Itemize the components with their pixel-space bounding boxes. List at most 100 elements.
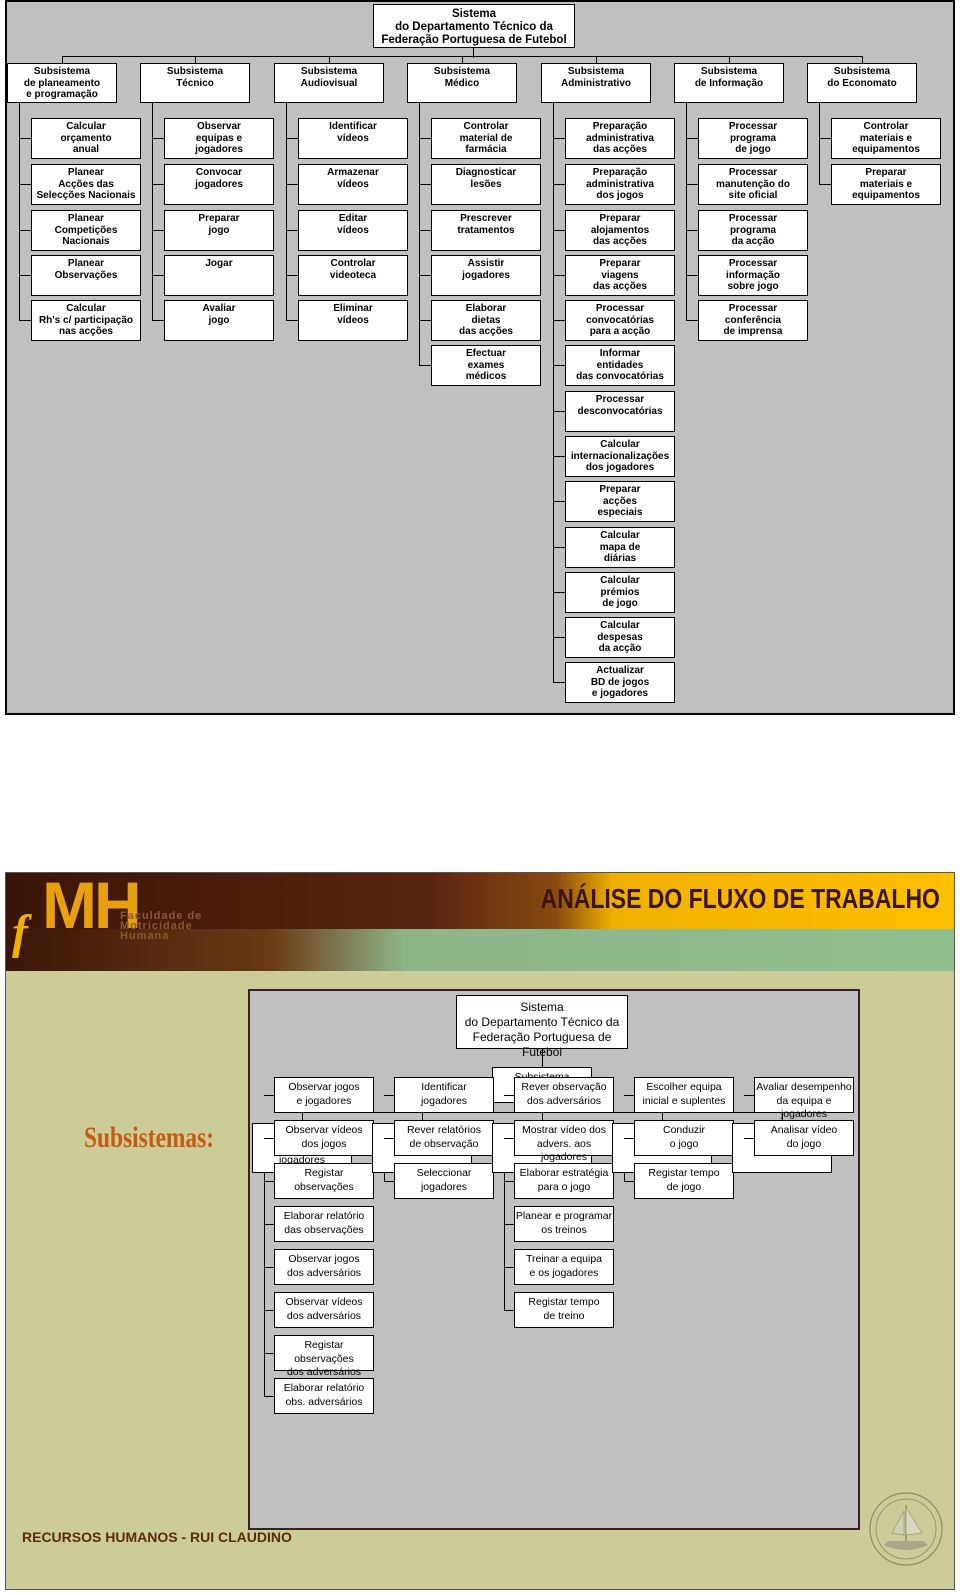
slide-item-connector	[264, 1224, 274, 1225]
slide-task-box: Observar vídeos dos adversários	[274, 1292, 374, 1328]
slide-task-box: Registar observações	[274, 1163, 374, 1199]
activity-box: Calcular mapa de diárias	[565, 527, 675, 568]
slide-item-connector	[264, 1310, 274, 1311]
slide-task-box: Identificar jogadores	[394, 1077, 494, 1113]
slide-item-connector	[384, 1138, 394, 1139]
slide-column-spine-line	[264, 1173, 265, 1396]
item-connector	[686, 275, 698, 276]
slide-task-box: Planear e programar os treinos	[514, 1206, 614, 1242]
slide-item-connector	[504, 1095, 514, 1096]
activity-box: Planear Acções das Selecções Nacionais	[31, 164, 141, 205]
technical-subsystem-panel: Sistema do Departamento Técnico da Feder…	[248, 989, 860, 1530]
activity-box: Processar programa de jogo	[698, 118, 808, 159]
item-connector	[19, 138, 31, 139]
footer-text: RECURSOS HUMANOS - RUI CLAUDINO	[22, 1529, 292, 1545]
root-system-box: Sistema do Departamento Técnico da Feder…	[373, 4, 575, 48]
activity-box: Controlar videoteca	[298, 255, 408, 296]
slide-header-connector	[302, 1112, 303, 1123]
slide-page: MH f Faculdade de Motricidade Humana ANÁ…	[5, 872, 955, 1590]
activity-box: Armazenar vídeos	[298, 164, 408, 205]
subsystem-header-7: Subsistema do Economato	[807, 63, 917, 103]
item-connector	[19, 184, 31, 185]
slide-task-box: Observar jogos e jogadores	[274, 1077, 374, 1113]
subsystem-header-6: Subsistema de Informação	[674, 63, 784, 103]
slide-item-connector	[504, 1224, 514, 1225]
slide-item-connector	[264, 1181, 274, 1182]
slide-item-connector	[624, 1138, 634, 1139]
item-connector	[686, 138, 698, 139]
item-connector	[819, 184, 831, 185]
item-connector	[152, 230, 164, 231]
header-connector	[462, 56, 463, 64]
slide-task-box: Observar vídeos dos jogos	[274, 1120, 374, 1156]
column-spine-line	[286, 103, 287, 320]
item-connector	[152, 275, 164, 276]
activity-box: Controlar material de farmácia	[431, 118, 541, 159]
activity-box: Prescrever tratamentos	[431, 210, 541, 251]
slide-task-box: Seleccionar jogadores	[394, 1163, 494, 1199]
slide-item-connector	[504, 1267, 514, 1268]
activity-box: Processar informação sobre jogo	[698, 255, 808, 296]
activity-box: Calcular prémios de jogo	[565, 572, 675, 613]
activity-box: Diagnosticar lesões	[431, 164, 541, 205]
activity-box: Elaborar dietas das acções	[431, 300, 541, 341]
item-connector	[553, 501, 565, 502]
slide-item-connector	[624, 1095, 634, 1096]
slide-item-connector	[264, 1267, 274, 1268]
slide-column-spine-line	[384, 1173, 385, 1181]
activity-box: Processar programa da acção	[698, 210, 808, 251]
item-connector	[19, 275, 31, 276]
activity-box: Avaliar jogo	[164, 300, 274, 341]
item-connector	[686, 230, 698, 231]
slide-task-box: Elaborar relatório obs. adversários	[274, 1378, 374, 1414]
slide-task-box: Registar observações dos adversários	[274, 1335, 374, 1378]
item-connector	[419, 365, 431, 366]
banner-header	[6, 873, 954, 929]
slide-task-box: Treinar a equipa e os jogadores	[514, 1249, 614, 1285]
activity-box: Jogar	[164, 255, 274, 296]
column-spine-line	[19, 103, 20, 320]
root-connector	[473, 48, 474, 58]
activity-box: Processar convocatórias para a acção	[565, 300, 675, 341]
item-connector	[419, 275, 431, 276]
item-connector	[553, 456, 565, 457]
activity-box: Preparar materiais e equipamentos	[831, 164, 941, 205]
subsistemas-label: Subsistemas:	[84, 1121, 215, 1154]
activity-box: Preparação administrativa das acções	[565, 118, 675, 159]
slide-task-box: Observar jogos dos adversários	[274, 1249, 374, 1285]
item-connector	[553, 320, 565, 321]
column-spine-line	[686, 103, 687, 320]
slide-task-box: Rever relatórios de observação	[394, 1120, 494, 1156]
slide-item-connector	[744, 1138, 754, 1139]
activity-box: Efectuar exames médicos	[431, 345, 541, 386]
header-connector	[862, 56, 863, 64]
item-connector	[286, 184, 298, 185]
item-connector	[553, 411, 565, 412]
activity-box: Eliminar vídeos	[298, 300, 408, 341]
column-spine-line	[819, 103, 820, 184]
item-connector	[553, 184, 565, 185]
slide-task-box: Mostrar vídeo dos advers. aos jogadores	[514, 1120, 614, 1163]
activity-box: Actualizar BD de jogos e jogadores	[565, 662, 675, 703]
slide-item-connector	[264, 1353, 274, 1354]
activity-box: Identificar vídeos	[298, 118, 408, 159]
subsystem-header-4: Subsistema Médico	[407, 63, 517, 103]
activity-box: Processar manutenção do site oficial	[698, 164, 808, 205]
logo-mh: MH	[42, 872, 142, 942]
activity-box: Preparar jogo	[164, 210, 274, 251]
activity-box: Planear Competições Nacionais	[31, 210, 141, 251]
item-connector	[553, 592, 565, 593]
activity-box: Controlar materiais e equipamentos	[831, 118, 941, 159]
item-connector	[553, 138, 565, 139]
item-connector	[19, 320, 31, 321]
header-connector	[195, 56, 196, 64]
item-connector	[152, 320, 164, 321]
slide-root-connector	[542, 1049, 543, 1067]
ship-seal-icon	[869, 1492, 943, 1566]
activity-box: Calcular despesas da acção	[565, 617, 675, 658]
item-connector	[152, 138, 164, 139]
slide-title: ANÁLISE DO FLUXO DE TRABALHO	[540, 883, 940, 914]
item-connector	[286, 275, 298, 276]
slide-header-connector	[782, 1112, 783, 1123]
item-connector	[553, 275, 565, 276]
